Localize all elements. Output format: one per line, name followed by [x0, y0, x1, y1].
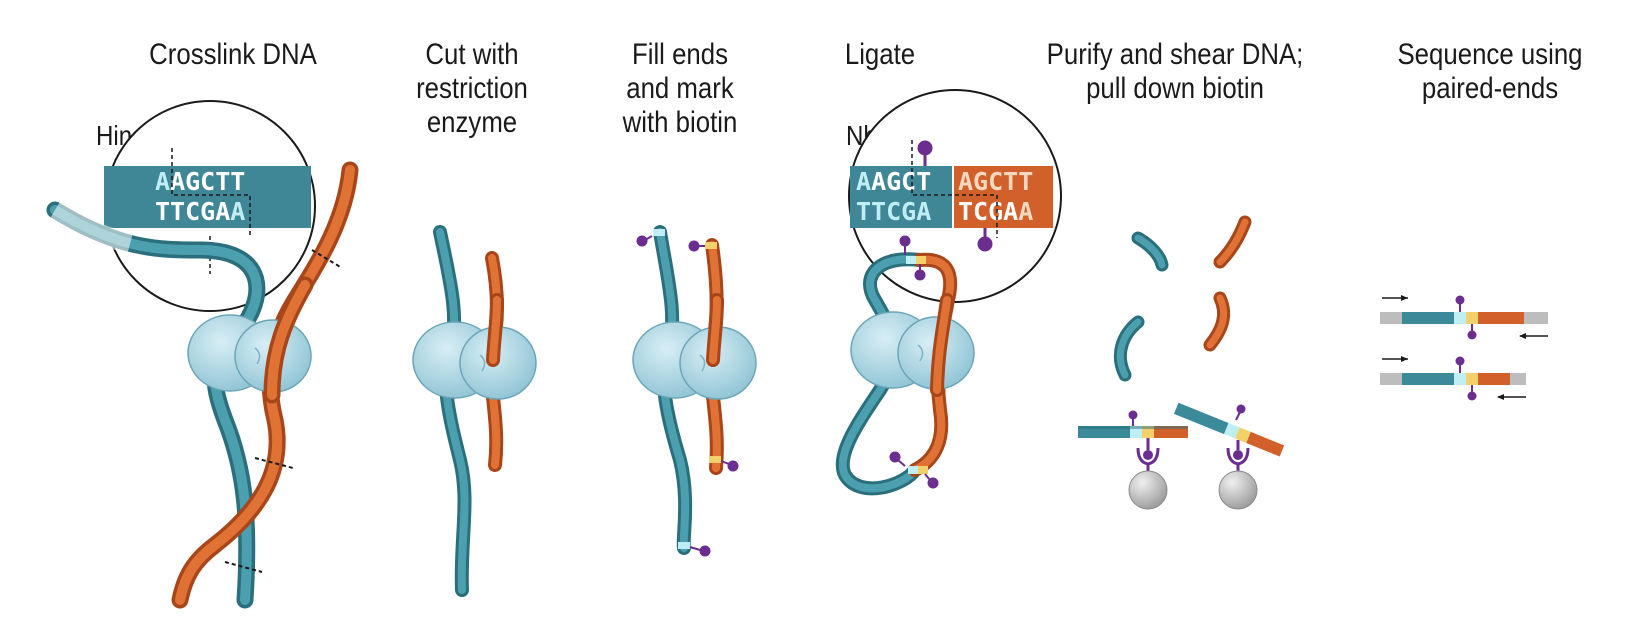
protein-complex-3 [632, 321, 757, 400]
read-pair-1 [1380, 295, 1548, 340]
step-title-cut: Cut with restriction enzyme [416, 38, 528, 139]
step-title-fill: Fill ends and mark with biotin [622, 38, 738, 139]
protein-complex-4 [850, 311, 975, 390]
hindiii-top-sequence: AAGCTT [155, 167, 245, 196]
protein-complex-2 [412, 321, 537, 400]
biotin-marker [636, 235, 739, 557]
nhei-top-right-sequence: AGCTT [958, 167, 1033, 196]
step-title-purify: Purify and shear DNA; pull down biotin [1046, 38, 1304, 105]
biotin-marker [889, 235, 939, 489]
step-title-ligate: Ligate [844, 38, 916, 71]
step5-purify [1078, 215, 1285, 510]
filled-end-mark [653, 229, 665, 236]
nhei-top-left-sequence: AAGCT [856, 167, 931, 196]
step-title-crosslink: Crosslink DNA [149, 38, 317, 71]
step-title-sequence: Sequence using paired-ends [1397, 38, 1583, 105]
hindiii-sequence-band [104, 166, 311, 228]
read-pair-2 [1380, 356, 1526, 401]
hindiii-cut-line [171, 148, 251, 238]
biotin-marker [917, 140, 993, 252]
nhei-bottom-right-sequence: TCGAA [958, 197, 1033, 226]
hindiii-bottom-sequence: TTCGAA [155, 197, 245, 226]
nhei-band-right [953, 166, 1053, 228]
streptavidin-bead [1128, 470, 1168, 510]
filled-end-mark [678, 542, 690, 549]
step4-ligate: AAGCT AGCTT TTCGA TCGAA [835, 89, 1062, 496]
filled-end-mark [709, 456, 721, 463]
step1-crosslink: AAGCTT TTCGAA [46, 100, 359, 609]
filled-end-mark [705, 242, 717, 249]
pulldown-fragment-2 [1173, 402, 1285, 510]
step2-cut [412, 225, 537, 597]
nhei-bottom-left-sequence: TTCGA [856, 197, 931, 226]
pulldown-fragment-1 [1078, 410, 1188, 510]
step3-fill [632, 225, 757, 557]
step6-sequence [1380, 295, 1548, 401]
streptavidin-bead [1218, 470, 1258, 510]
cut-site-mark [311, 249, 343, 269]
nhei-cut-line [911, 140, 998, 238]
cut-site-mark [224, 561, 263, 573]
nhei-band-left [850, 166, 953, 228]
